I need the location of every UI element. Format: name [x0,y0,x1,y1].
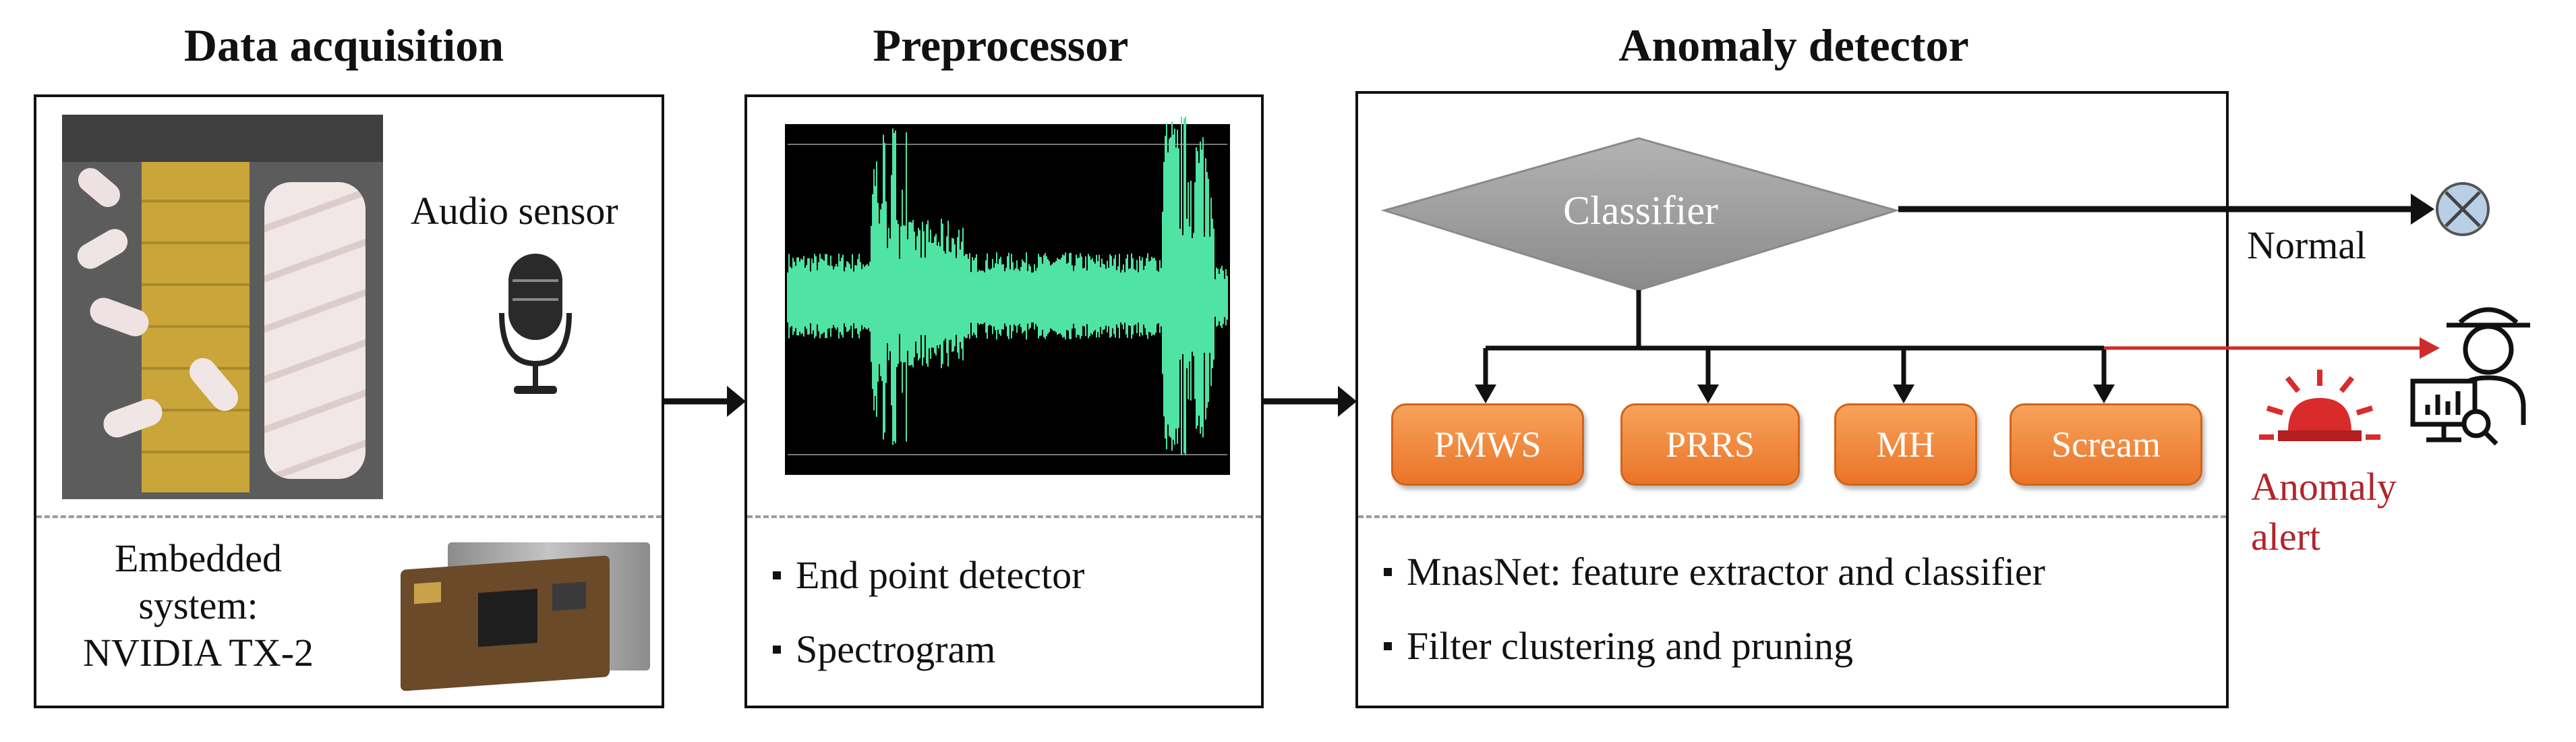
classifier-diamond [1380,137,1900,291]
class-box-scream: Scream [2010,403,2202,486]
acquisition-divider [36,515,662,518]
audio-waveform [787,116,1228,455]
acquisition-panel: Audio sensor Embedded system: NVIDIA TX-… [34,94,664,708]
detector-divider [1358,515,2226,518]
anomaly-label-line2: alert [2251,515,2321,559]
arrow-acquisition-to-preprocessor [664,386,746,417]
title-anomaly-detector: Anomaly detector [1618,20,1969,71]
class-box-prrs: PRRS [1620,403,1800,486]
normal-terminator-icon [2436,182,2490,236]
arrow-to-normal [1898,194,2434,225]
branch-connectors [1483,290,2107,388]
siren-icon [2259,370,2380,441]
embedded-line2: system: [138,583,258,627]
preprocessor-panel: End point detector Spectrogram [744,94,1264,708]
preprocessor-bullet-1: End point detector [773,552,1084,598]
anomaly-label-line1: Anomaly [2251,465,2397,509]
detector-bullet-2: Filter clustering and pruning [1384,623,1853,668]
title-data-acquisition: Data acquisition [183,20,504,71]
embedded-line1: Embedded [114,536,283,580]
preprocessor-bullet-2: Spectrogram [773,627,995,672]
class-box-pmws: PMWS [1391,403,1584,486]
arrow-preprocessor-to-detector [1264,386,1357,417]
preprocessor-divider [747,515,1261,518]
branch-arrowheads [1475,384,2115,403]
audio-sensor-label: Audio sensor [411,189,618,233]
title-preprocessor: Preprocessor [873,20,1129,71]
class-box-mh: MH [1834,403,1977,486]
pig-pen-photo [62,115,383,499]
waveform-signal [787,116,1228,455]
arrow-to-anomaly-alert [2104,337,2440,359]
detector-bullet-1: MnasNet: feature extractor and classifie… [1384,549,2045,594]
embedded-line3: NVIDIA TX-2 [82,631,314,675]
classifier-label: Classifier [1563,188,1718,233]
embedded-board-image [401,542,650,691]
normal-label: Normal [2247,223,2367,267]
microphone-icon [499,254,572,394]
farmer-monitor-icon [2410,307,2530,446]
